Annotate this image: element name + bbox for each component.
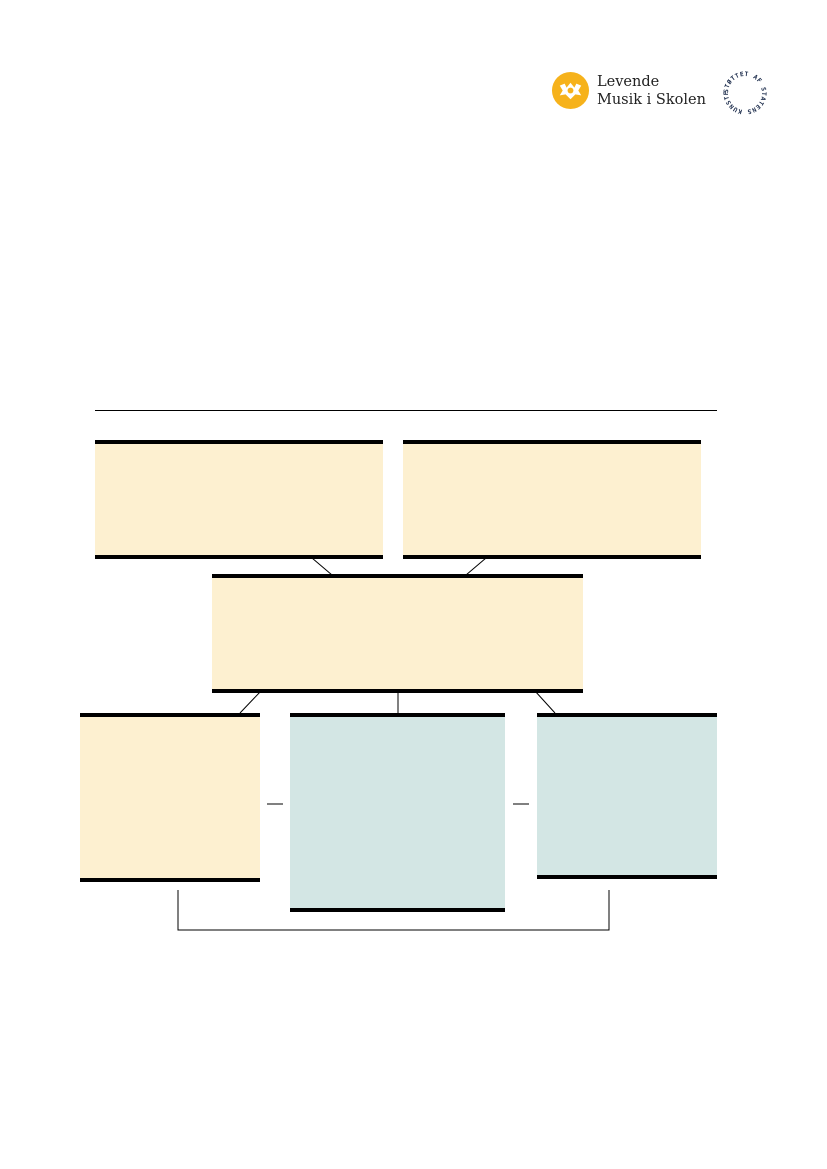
seal-text: STØTTET AF STATENS KUNSTFOND [720, 68, 766, 115]
box-center [212, 574, 583, 693]
logo-line-1: Levende [597, 74, 660, 90]
connector-bottom-right [534, 690, 556, 714]
box-top-left [95, 440, 383, 559]
connector-top-left [311, 557, 333, 576]
statens-kunstfond-seal-icon: STØTTET AF STATENS KUNSTFOND [720, 68, 767, 115]
box-top-right [403, 440, 701, 559]
box-bottom-center [290, 713, 505, 912]
svg-text:STØTTET AF STATENS KUNSTFOND: STØTTET AF STATENS KUNSTFOND [720, 68, 767, 115]
logo-wordmark: Levende Musik i Skolen [597, 73, 717, 109]
section-divider [95, 410, 717, 411]
connector-bottom-left [239, 690, 262, 714]
logo-line-2: Musik i Skolen [597, 92, 706, 108]
box-bottom-left [80, 713, 260, 882]
levende-musik-logo-icon [551, 71, 590, 110]
connector-top-right [465, 557, 487, 576]
box-bottom-right [537, 713, 717, 879]
